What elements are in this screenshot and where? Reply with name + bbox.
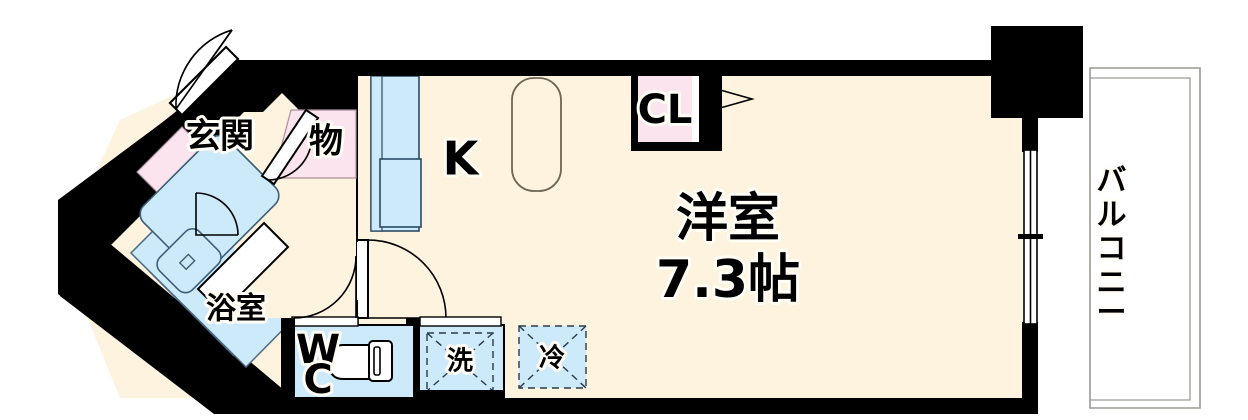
washer-pan-cross-icon (426, 332, 494, 392)
kitchen-label: K (443, 132, 481, 186)
bathroom-floor-seam-final (148, 270, 235, 357)
fridge-group: 冷 (518, 325, 587, 389)
washer-top-strip (419, 316, 502, 327)
balcony-sliding-door-group[interactable] (1018, 149, 1043, 325)
bathroom-faucet-icon-final (178, 253, 196, 271)
entrance-door-swing-arc-final (175, 29, 233, 110)
structural-pillar-top-right (991, 26, 1083, 118)
ceiling-feature (511, 77, 562, 192)
bathroom-door-leaf-final[interactable] (196, 221, 290, 315)
balcony-label-char-3: コ (1097, 232, 1130, 267)
wall-wc-left-stub-final (281, 318, 295, 400)
wc-label-line1-final: W (296, 327, 340, 373)
ceiling-duct-outline (511, 77, 562, 192)
closet-label: CL (638, 87, 693, 133)
genkan-label-final: 玄関 (186, 117, 254, 157)
bathroom-label-final: 浴室 (206, 292, 266, 327)
main-room-name-label: 洋室 (676, 189, 780, 249)
wall-bottom-wetarea (289, 398, 504, 414)
genkan-inner-swing-line-final (195, 193, 238, 236)
washer-label: 洗 (447, 347, 473, 377)
genkan-inner-swing-arc-final (195, 192, 239, 236)
storage-label-final: 物 (309, 122, 343, 162)
washer-group: 洗 (416, 316, 505, 399)
main-room-size-label: 7.3帖 (656, 250, 800, 310)
storage-door-leaf-final[interactable] (260, 108, 320, 186)
main-room-door-swing-arc (367, 239, 447, 319)
balcony-area: バ ル コ ニ ー (1089, 67, 1201, 409)
closet-door-track (692, 74, 699, 142)
balcony-outline (1089, 67, 1201, 409)
toilet-lever-icon-final (373, 346, 381, 376)
wc-label-line2-final: C (303, 357, 332, 403)
wall-right-lower (1022, 322, 1038, 414)
closet-group: CL (631, 68, 755, 151)
balcony-label-char-5: ー (1097, 296, 1130, 331)
bathtub-final (139, 134, 280, 275)
main-room-label-group: 洋室 7.3帖 (653, 186, 803, 313)
entrance-door-swing-line-final (175, 29, 233, 110)
fridge-label: 冷 (539, 343, 565, 374)
wall-top (232, 60, 1030, 76)
balcony-inner-rail (1090, 77, 1191, 401)
balcony-label-char-2: ル (1097, 198, 1130, 233)
balcony-label-char-4: ニ (1097, 266, 1130, 301)
main-floor-fill (232, 68, 1030, 398)
angled-wing-interiors-final: 玄関 物 浴室 W C (130, 29, 504, 414)
wc-door-swing-arc-final (293, 255, 357, 319)
kitchen-group: K (370, 75, 483, 232)
fridge-box (518, 325, 587, 389)
storage-door-swing-arc-final (267, 135, 313, 181)
balcony-label-char-1: バ (1097, 164, 1130, 199)
balcony-door-center-stop (1018, 234, 1043, 239)
kitchen-sink-basin (379, 158, 422, 228)
closet-fill (638, 74, 692, 142)
closet-open-indicator-icon (705, 84, 755, 114)
toilet-bowl-icon-final (327, 344, 370, 380)
fridge-cross-icon (518, 325, 587, 389)
